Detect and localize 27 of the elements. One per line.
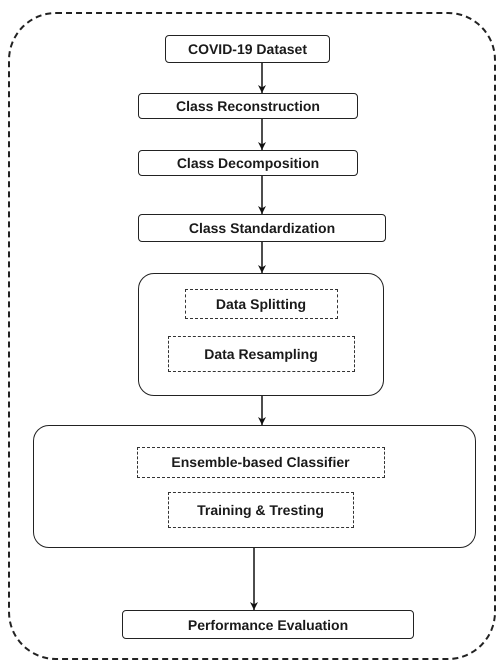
- arrow: [258, 119, 266, 150]
- arrow: [258, 63, 266, 93]
- step-label: Performance Evaluation: [188, 616, 348, 632]
- process-box: [165, 35, 330, 63]
- arrow: [258, 396, 266, 425]
- process-box: [138, 150, 358, 176]
- step-box: [184, 288, 338, 318]
- step-label: COVID-19 Dataset: [188, 41, 308, 57]
- process-box: [138, 93, 358, 119]
- step-label: Class Reconstruction: [176, 98, 320, 114]
- step-label: Class Decomposition: [176, 155, 320, 171]
- step-label: Ensemble-based Classifier: [171, 454, 350, 470]
- outer-boundary: [8, 12, 496, 660]
- step-label: Class Standardization: [188, 220, 336, 236]
- process-box: [138, 214, 386, 242]
- step-label: Data Resampling: [204, 346, 318, 362]
- arrow: [258, 242, 266, 273]
- step-label: Data Splitting: [216, 296, 306, 312]
- arrow: [250, 548, 258, 610]
- step-box: [168, 492, 354, 528]
- group-box: [138, 273, 384, 396]
- group-box: [33, 425, 476, 548]
- step-box: [168, 336, 354, 372]
- process-box: [122, 610, 414, 639]
- step-box: [136, 446, 384, 478]
- step-label: Training & Tresting: [197, 502, 324, 518]
- arrow: [258, 176, 266, 214]
